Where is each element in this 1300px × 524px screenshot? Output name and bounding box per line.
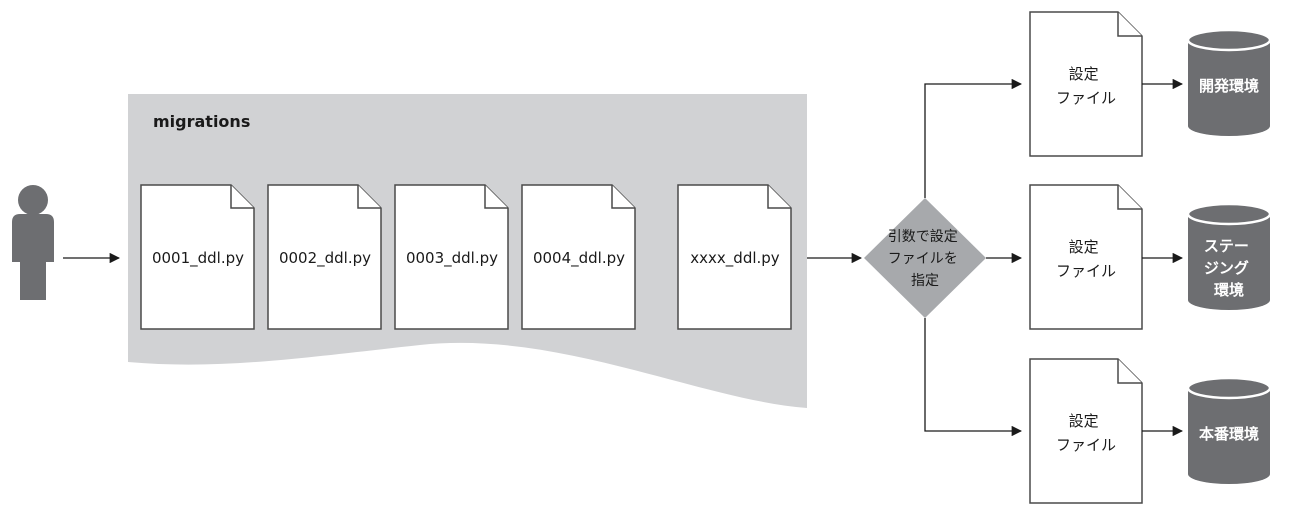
decision-diamond: 引数で設定 ファイルを 指定	[864, 198, 986, 318]
database-cylinder: ステー ジング 環境	[1186, 202, 1272, 310]
arrow-decision-to-config-dev	[924, 78, 1023, 198]
config-file: 設定 ファイル	[1029, 11, 1143, 157]
database-cylinder: 本番環境	[1186, 376, 1272, 484]
migration-file-name: 0003_ddl.py	[406, 249, 498, 268]
decision-label: 引数で設定 ファイルを 指定	[888, 229, 962, 289]
folder-label: migrations	[153, 112, 250, 131]
arrow-decision-to-config-prod	[924, 318, 1023, 437]
migration-file-name: 0001_ddl.py	[152, 249, 244, 268]
migration-file: 0003_ddl.py	[394, 184, 509, 330]
migration-file-name: 0002_ddl.py	[279, 249, 371, 268]
migration-file: 0001_ddl.py	[140, 184, 255, 330]
config-file-label: 設定 ファイル	[1056, 238, 1116, 280]
config-file-label: 設定 ファイル	[1056, 65, 1116, 107]
database-label: 開発環境	[1199, 77, 1259, 95]
config-file-label: 設定 ファイル	[1056, 412, 1116, 454]
database-label: ステー ジング 環境	[1204, 237, 1254, 299]
migration-file-name: xxxx_ddl.py	[690, 249, 780, 268]
database-label: 本番環境	[1199, 425, 1259, 443]
config-file: 設定 ファイル	[1029, 358, 1143, 504]
migration-file: 0004_ddl.py	[521, 184, 636, 330]
database-cylinder: 開発環境	[1186, 28, 1272, 136]
config-file: 設定 ファイル	[1029, 184, 1143, 330]
user-icon	[12, 185, 54, 300]
migration-file: xxxx_ddl.py	[677, 184, 792, 330]
migration-file: 0002_ddl.py	[267, 184, 382, 330]
migration-file-name: 0004_ddl.py	[533, 249, 625, 268]
